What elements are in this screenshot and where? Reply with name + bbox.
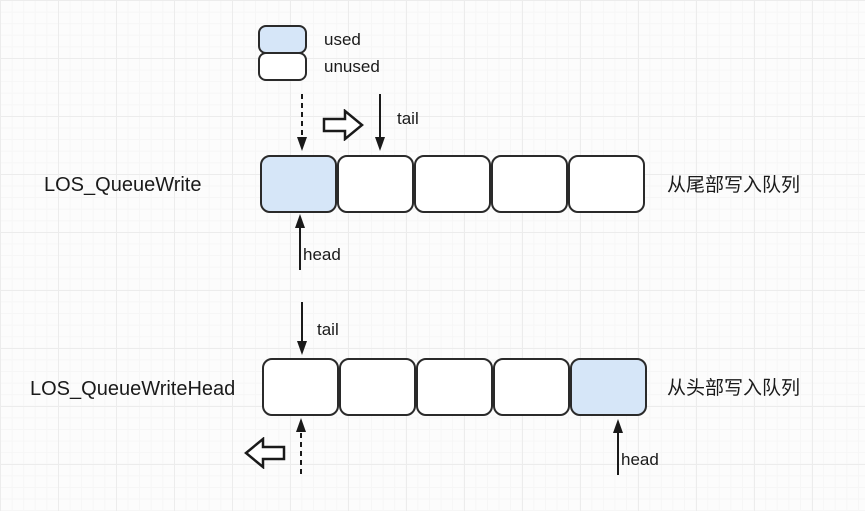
head-label-queue1: head xyxy=(303,245,341,264)
queue1-cells xyxy=(260,155,645,213)
tail-down-arrow-icon xyxy=(297,302,307,355)
head-label-queue2: head xyxy=(621,450,659,469)
queue2-cells xyxy=(262,358,647,416)
legend-label-unused: unused xyxy=(324,57,380,76)
legend-swatch-unused xyxy=(258,52,307,81)
queue1-name: LOS_QueueWrite xyxy=(44,174,202,196)
head-up-arrow-icon xyxy=(295,214,305,270)
queue-cell-unused xyxy=(339,358,416,416)
tail-label-queue1: tail xyxy=(397,109,419,128)
legend: used unused xyxy=(258,25,380,81)
queue-cell-used xyxy=(260,155,337,213)
dashed-down-arrow-icon xyxy=(297,94,307,151)
tail-label-queue2: tail xyxy=(317,320,339,339)
legend-row-used: used xyxy=(258,25,380,54)
legend-label-used: used xyxy=(324,30,361,49)
block-arrow-left-icon xyxy=(244,437,286,469)
legend-swatch-used xyxy=(258,25,307,54)
dashed-up-arrow-icon xyxy=(296,418,306,474)
tail-down-arrow-icon xyxy=(375,94,385,151)
queue-cell-used xyxy=(570,358,647,416)
queue-cell-unused xyxy=(416,358,493,416)
queue-cell-unused xyxy=(493,358,570,416)
queue-cell-unused xyxy=(491,155,568,213)
queue2-caption: 从头部写入队列 xyxy=(667,378,801,399)
legend-row-unused: unused xyxy=(258,52,380,81)
queue-cell-unused xyxy=(262,358,339,416)
queue-cell-unused xyxy=(337,155,414,213)
queue1-caption: 从尾部写入队列 xyxy=(667,175,801,196)
block-arrow-right-icon xyxy=(322,109,364,141)
queue-cell-unused xyxy=(568,155,645,213)
head-up-arrow-icon xyxy=(613,419,623,475)
queue-cell-unused xyxy=(414,155,491,213)
queue2-name: LOS_QueueWriteHead xyxy=(30,378,236,400)
